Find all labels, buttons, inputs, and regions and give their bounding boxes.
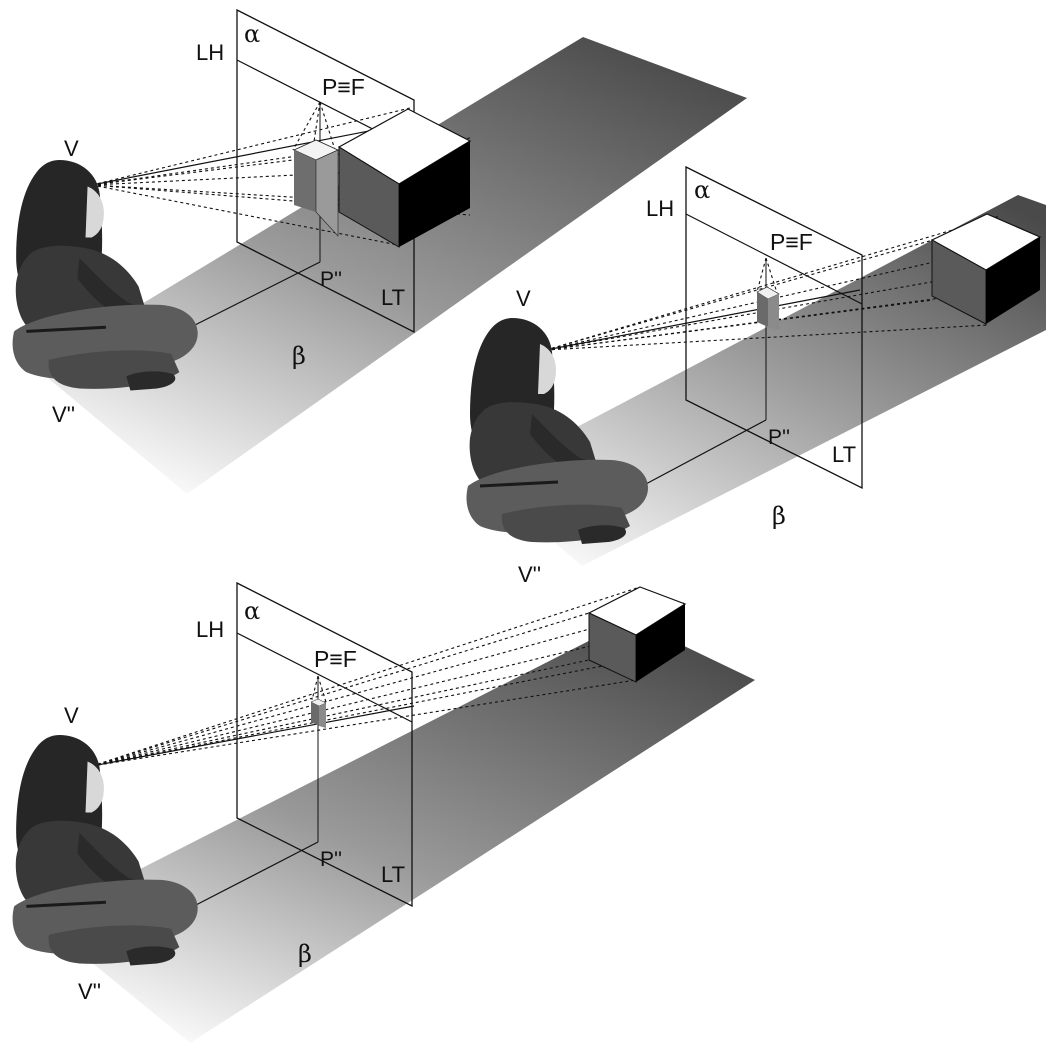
label-lh: LH xyxy=(196,40,224,65)
label-lh: LH xyxy=(196,617,224,642)
label-principal-point: P≡F xyxy=(770,229,813,255)
label-lt: LT xyxy=(832,442,856,467)
label-v: V xyxy=(64,136,79,161)
label-v-projection: V'' xyxy=(518,562,541,587)
scene-far: LH α P≡F V P'' LT β V'' xyxy=(13,583,755,1043)
label-p-projection: P'' xyxy=(320,848,342,871)
label-beta: β xyxy=(292,342,306,370)
label-lt: LT xyxy=(381,862,405,887)
observer xyxy=(13,735,198,966)
ground-plane xyxy=(40,620,755,1043)
label-p-projection: P'' xyxy=(320,268,342,291)
label-v-projection: V'' xyxy=(52,402,75,427)
observer xyxy=(13,160,198,391)
label-alpha: α xyxy=(244,20,260,48)
label-beta: β xyxy=(772,502,786,530)
label-v: V xyxy=(516,286,531,311)
label-lh: LH xyxy=(646,196,674,221)
label-principal-point: P≡F xyxy=(322,74,365,100)
horizon-line xyxy=(686,214,862,304)
label-p-projection: P'' xyxy=(768,426,790,449)
label-alpha: α xyxy=(694,176,710,204)
label-lt: LT xyxy=(381,285,405,310)
label-principal-point: P≡F xyxy=(314,646,357,672)
label-alpha: α xyxy=(244,597,260,625)
label-v: V xyxy=(64,703,79,728)
label-beta: β xyxy=(298,940,312,968)
label-v-projection: V'' xyxy=(78,979,101,1004)
projected-cube xyxy=(757,287,779,330)
projected-cube xyxy=(311,699,326,728)
